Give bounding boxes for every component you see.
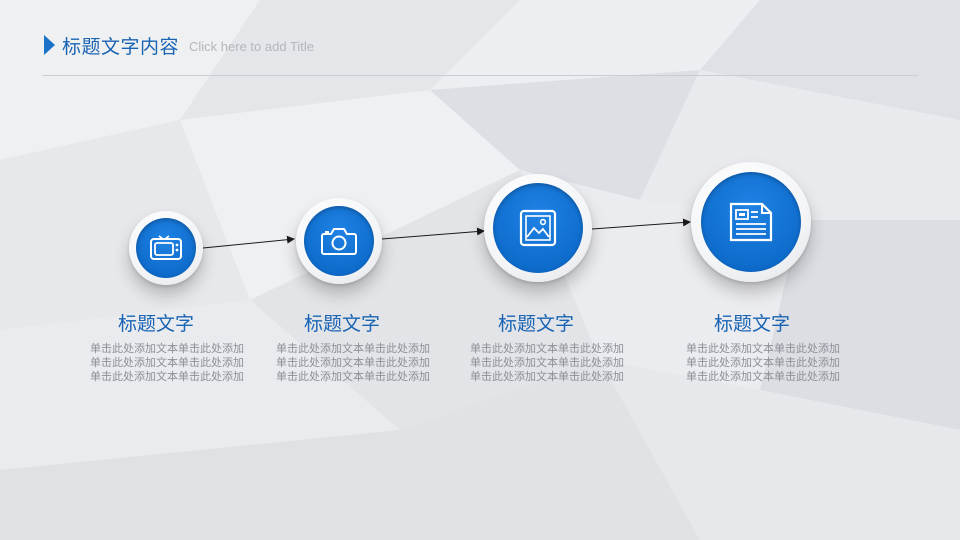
step-4-line: 单击此处添加文本单击此处添加 xyxy=(686,356,840,369)
slide-subtitle[interactable]: Click here to add Title xyxy=(189,39,315,54)
tv-icon xyxy=(150,235,182,260)
step-3-body[interactable]: 单击此处添加文本单击此处添加 单击此处添加文本单击此处添加 单击此处添加文本单击… xyxy=(447,342,647,384)
step-2-line: 单击此处添加文本单击此处添加 xyxy=(276,370,430,383)
step-2-body[interactable]: 单击此处添加文本单击此处添加 单击此处添加文本单击此处添加 单击此处添加文本单击… xyxy=(253,342,453,384)
step-3-line: 单击此处添加文本单击此处添加 xyxy=(470,342,624,355)
step-2-line: 单击此处添加文本单击此处添加 xyxy=(276,356,430,369)
step-3-node[interactable] xyxy=(484,174,592,282)
image-icon xyxy=(519,209,557,247)
title-marker-icon xyxy=(44,35,55,55)
arrow-1 xyxy=(202,235,295,249)
step-2-node[interactable] xyxy=(296,198,382,284)
step-4-node[interactable] xyxy=(691,162,811,282)
step-2-title[interactable]: 标题文字 xyxy=(303,313,380,335)
camera-icon xyxy=(321,228,357,255)
step-1-body[interactable]: 单击此处添加文本单击此处添加 单击此处添加文本单击此处添加 单击此处添加文本单击… xyxy=(67,342,267,384)
arrow-3 xyxy=(591,218,691,230)
step-4-body[interactable]: 单击此处添加文本单击此处添加 单击此处添加文本单击此处添加 单击此处添加文本单击… xyxy=(663,342,863,384)
step-1-title[interactable]: 标题文字 xyxy=(117,313,194,335)
step-1-line: 单击此处添加文本单击此处添加 xyxy=(90,342,244,355)
step-3-line: 单击此处添加文本单击此处添加 xyxy=(470,370,624,383)
step-4-line: 单击此处添加文本单击此处添加 xyxy=(686,342,840,355)
slide-title[interactable]: 标题文字内容 xyxy=(62,35,180,58)
step-1-line: 单击此处添加文本单击此处添加 xyxy=(90,356,244,369)
step-2-line: 单击此处添加文本单击此处添加 xyxy=(276,342,430,355)
header-divider xyxy=(42,75,918,76)
newspaper-icon xyxy=(729,202,773,242)
step-3-title[interactable]: 标题文字 xyxy=(497,313,574,335)
step-4-title[interactable]: 标题文字 xyxy=(713,313,790,335)
step-4-line: 单击此处添加文本单击此处添加 xyxy=(686,370,840,383)
arrow-2 xyxy=(381,227,485,240)
step-1-node[interactable] xyxy=(129,211,203,285)
step-3-line: 单击此处添加文本单击此处添加 xyxy=(470,356,624,369)
step-1-line: 单击此处添加文本单击此处添加 xyxy=(90,370,244,383)
slide-header: 标题文字内容 Click here to add Title xyxy=(44,31,314,59)
